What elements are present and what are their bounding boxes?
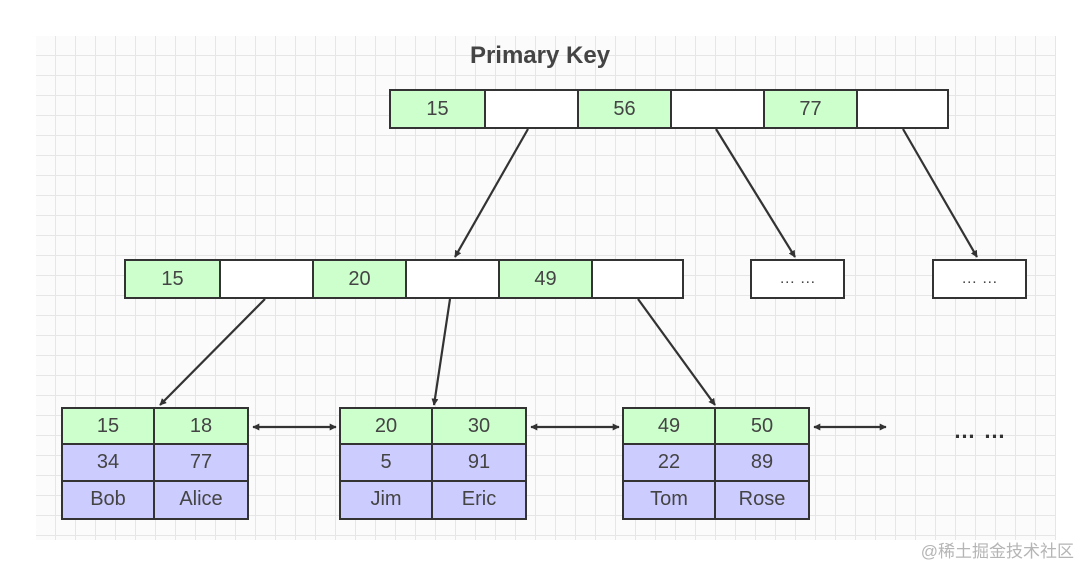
root-key-3: 77 <box>763 91 856 127</box>
leaf-age: 5 <box>341 445 433 482</box>
internal-to-leaf-3-arrow <box>637 298 716 406</box>
leaf-name: Tom <box>624 481 716 518</box>
root-pointer-2 <box>670 91 763 127</box>
leaf-key: 15 <box>63 409 155 446</box>
root-to-placeholder-1-arrow <box>715 128 796 258</box>
internal-key-2: 20 <box>312 261 405 297</box>
placeholder-node-2: … … <box>932 259 1027 299</box>
leaf-age: 91 <box>433 445 525 482</box>
root-node: 15 56 77 <box>389 89 949 129</box>
leaf-name: Alice <box>155 481 247 518</box>
placeholder-node-1: … … <box>750 259 845 299</box>
leaf-name: Bob <box>63 481 155 518</box>
leaf-key: 18 <box>155 409 247 446</box>
leaf-name: Eric <box>433 481 525 518</box>
internal-to-leaf-1-arrow <box>159 298 266 406</box>
internal-node: 15 20 49 <box>124 259 684 299</box>
leaf-age: 34 <box>63 445 155 482</box>
root-pointer-1 <box>484 91 577 127</box>
root-to-placeholder-2-arrow <box>902 128 978 258</box>
internal-to-leaf-2-arrow <box>431 298 452 406</box>
internal-pointer-1 <box>219 261 312 297</box>
root-pointer-3 <box>856 91 947 127</box>
internal-key-1: 15 <box>126 261 219 297</box>
leaf-age: 89 <box>716 445 808 482</box>
leaf-key: 30 <box>433 409 525 446</box>
root-to-internal-arrow <box>454 128 529 258</box>
leaf-age: 22 <box>624 445 716 482</box>
leaf-age: 77 <box>155 445 247 482</box>
leaf-name: Rose <box>716 481 808 518</box>
root-key-1: 15 <box>391 91 484 127</box>
leaf-node-3: 49 50 22 89 Tom Rose <box>622 407 810 520</box>
leaf-key: 20 <box>341 409 433 446</box>
leaf-node-1: 15 18 34 77 Bob Alice <box>61 407 249 520</box>
internal-pointer-2 <box>405 261 498 297</box>
leaf-key: 49 <box>624 409 716 446</box>
leaf-node-2: 20 30 5 91 Jim Eric <box>339 407 527 520</box>
more-leaves-ellipsis: … … <box>953 418 1007 443</box>
diagram-title: Primary Key <box>469 42 611 69</box>
leaf-name: Jim <box>341 481 433 518</box>
leaf-key: 50 <box>716 409 808 446</box>
internal-key-3: 49 <box>498 261 591 297</box>
watermark: @稀土掘金技术社区 <box>920 542 1074 561</box>
root-key-2: 56 <box>577 91 670 127</box>
internal-pointer-3 <box>591 261 682 297</box>
